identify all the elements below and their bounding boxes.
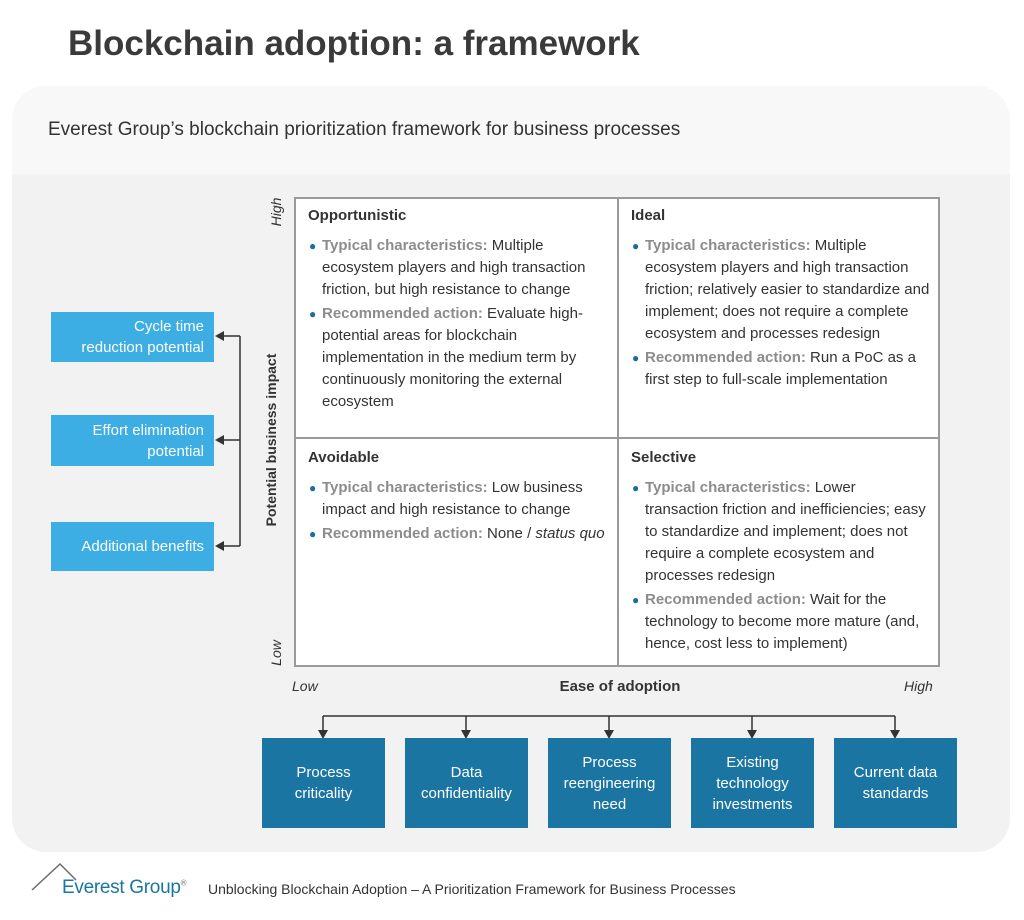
bullet-icon: ●: [309, 239, 317, 253]
characteristics-item: ● Typical characteristics: Lower transact…: [631, 477, 931, 587]
action-item: ● Recommended action: Evaluate high-poten…: [308, 303, 613, 413]
characteristics-label: Typical characteristics:: [645, 479, 811, 496]
characteristics-item: ● Typical characteristics: Low business i…: [308, 477, 613, 521]
bullet-icon: ●: [632, 239, 640, 253]
action-text: None /: [482, 525, 536, 542]
factor-data-confidentiality: Data confidentiality: [405, 738, 528, 828]
quadrant-ideal: Ideal ● Typical characteristics: Multiple…: [631, 205, 931, 391]
y-axis-high: High: [268, 197, 284, 227]
characteristics-text: Multiple ecosystem players and high tran…: [645, 237, 930, 342]
y-axis-low: Low: [268, 640, 284, 666]
characteristics-text: Low business impact and high resistance …: [322, 479, 583, 518]
quadrant-title: Ideal: [631, 207, 666, 224]
characteristics-item: ● Typical characteristics: Multiple ecosy…: [631, 235, 931, 345]
factor-line: need: [592, 795, 627, 813]
bullet-icon: ●: [632, 481, 640, 495]
quadrant-avoidable: Avoidable ● Typical characteristics: Low …: [308, 447, 613, 545]
characteristics-label: Typical characteristics:: [645, 237, 811, 254]
action-item: ● Recommended action: None / status quo: [308, 523, 613, 545]
action-label: Recommended action:: [645, 591, 806, 608]
factor-line: standards: [862, 785, 929, 802]
brand-name: Everest Group: [62, 877, 181, 898]
quadrant-title: Selective: [631, 449, 697, 466]
card-header-band: [12, 86, 1010, 174]
matrix-vertical-divider: [617, 197, 619, 667]
factor-existing-technology: Existing technology investments: [691, 738, 814, 828]
factor-process-criticality: Process criticality: [262, 738, 385, 828]
bullet-icon: ●: [632, 351, 640, 365]
characteristics-label: Typical characteristics:: [322, 479, 488, 496]
footer-note: Unblocking Blockchain Adoption – A Prior…: [208, 881, 736, 897]
page-title: Blockchain adoption: a framework: [68, 24, 640, 63]
framework-subtitle: Everest Group’s blockchain prioritizatio…: [48, 119, 681, 140]
factor-effort-elimination-line2: potential: [147, 442, 204, 460]
factor-cycle-time-line1: Cycle time: [133, 318, 204, 335]
factor-line: criticality: [294, 785, 353, 802]
factor-line: Process: [296, 764, 351, 781]
factor-line: Data: [450, 764, 483, 781]
brand-logo: Everest Group®: [62, 877, 186, 899]
factor-line: Existing: [726, 753, 779, 771]
matrix-horizontal-divider: [294, 437, 940, 439]
action-label: Recommended action:: [645, 349, 806, 366]
factor-effort-elimination: Effort elimination potential: [51, 415, 214, 466]
factor-process-reengineering: Process reengineering need: [548, 738, 671, 828]
bullet-icon: ●: [309, 307, 317, 321]
factor-line: technology: [716, 774, 789, 792]
action-text: Wait for the technology to become more m…: [645, 591, 920, 652]
factor-additional-benefits-line1: Additional benefits: [81, 538, 204, 555]
factor-line: investments: [712, 795, 793, 813]
bullet-icon: ●: [309, 481, 317, 495]
x-axis-label: Ease of adoption: [559, 678, 681, 695]
factor-line: Process: [582, 753, 637, 771]
everest-peak-icon: [31, 862, 77, 891]
bullet-icon: ●: [632, 593, 640, 607]
quadrant-opportunistic: Opportunistic ● Typical characteristics: …: [308, 205, 613, 413]
factor-line: reengineering: [563, 774, 656, 792]
factor-cycle-time: Cycle time reduction potential: [51, 312, 214, 362]
factor-line: confidentiality: [421, 785, 512, 802]
action-text: Run a PoC as a first step to full-scale …: [645, 349, 916, 388]
action-item: ● Recommended action: Wait for the techno…: [631, 589, 931, 655]
characteristics-item: ● Typical characteristics: Multiple ecosy…: [308, 235, 613, 301]
characteristics-text: Multiple ecosystem players and high tran…: [322, 237, 586, 298]
x-axis-low: Low: [292, 678, 318, 694]
action-label: Recommended action:: [322, 525, 483, 542]
x-axis-high: High: [904, 678, 933, 694]
quadrant-title: Opportunistic: [308, 207, 407, 224]
bullet-icon: ●: [309, 527, 317, 541]
factor-cycle-time-line2: reduction potential: [81, 339, 204, 356]
quadrant-selective: Selective ● Typical characteristics: Lowe…: [631, 447, 931, 655]
factor-current-data-standards: Current data standards: [834, 738, 957, 828]
y-axis-label: Potential business impact: [263, 353, 279, 527]
quadrant-title: Avoidable: [308, 449, 380, 466]
action-label: Recommended action:: [322, 305, 483, 322]
characteristics-label: Typical characteristics:: [322, 237, 488, 254]
action-text: Evaluate high-potential areas for blockc…: [322, 305, 583, 410]
action-item: ● Recommended action: Run a PoC as a firs…: [631, 347, 931, 391]
registered-mark: ®: [180, 878, 187, 888]
action-text-italic: status quo: [535, 525, 605, 542]
characteristics-text: Lower transaction friction and inefficie…: [645, 479, 926, 584]
factor-additional-benefits: Additional benefits: [51, 522, 214, 571]
factor-effort-elimination-line1: Effort elimination: [92, 421, 204, 439]
factor-line: Current data: [853, 764, 938, 781]
footer: Everest Group® Unblocking Blockchain Ado…: [30, 860, 930, 900]
